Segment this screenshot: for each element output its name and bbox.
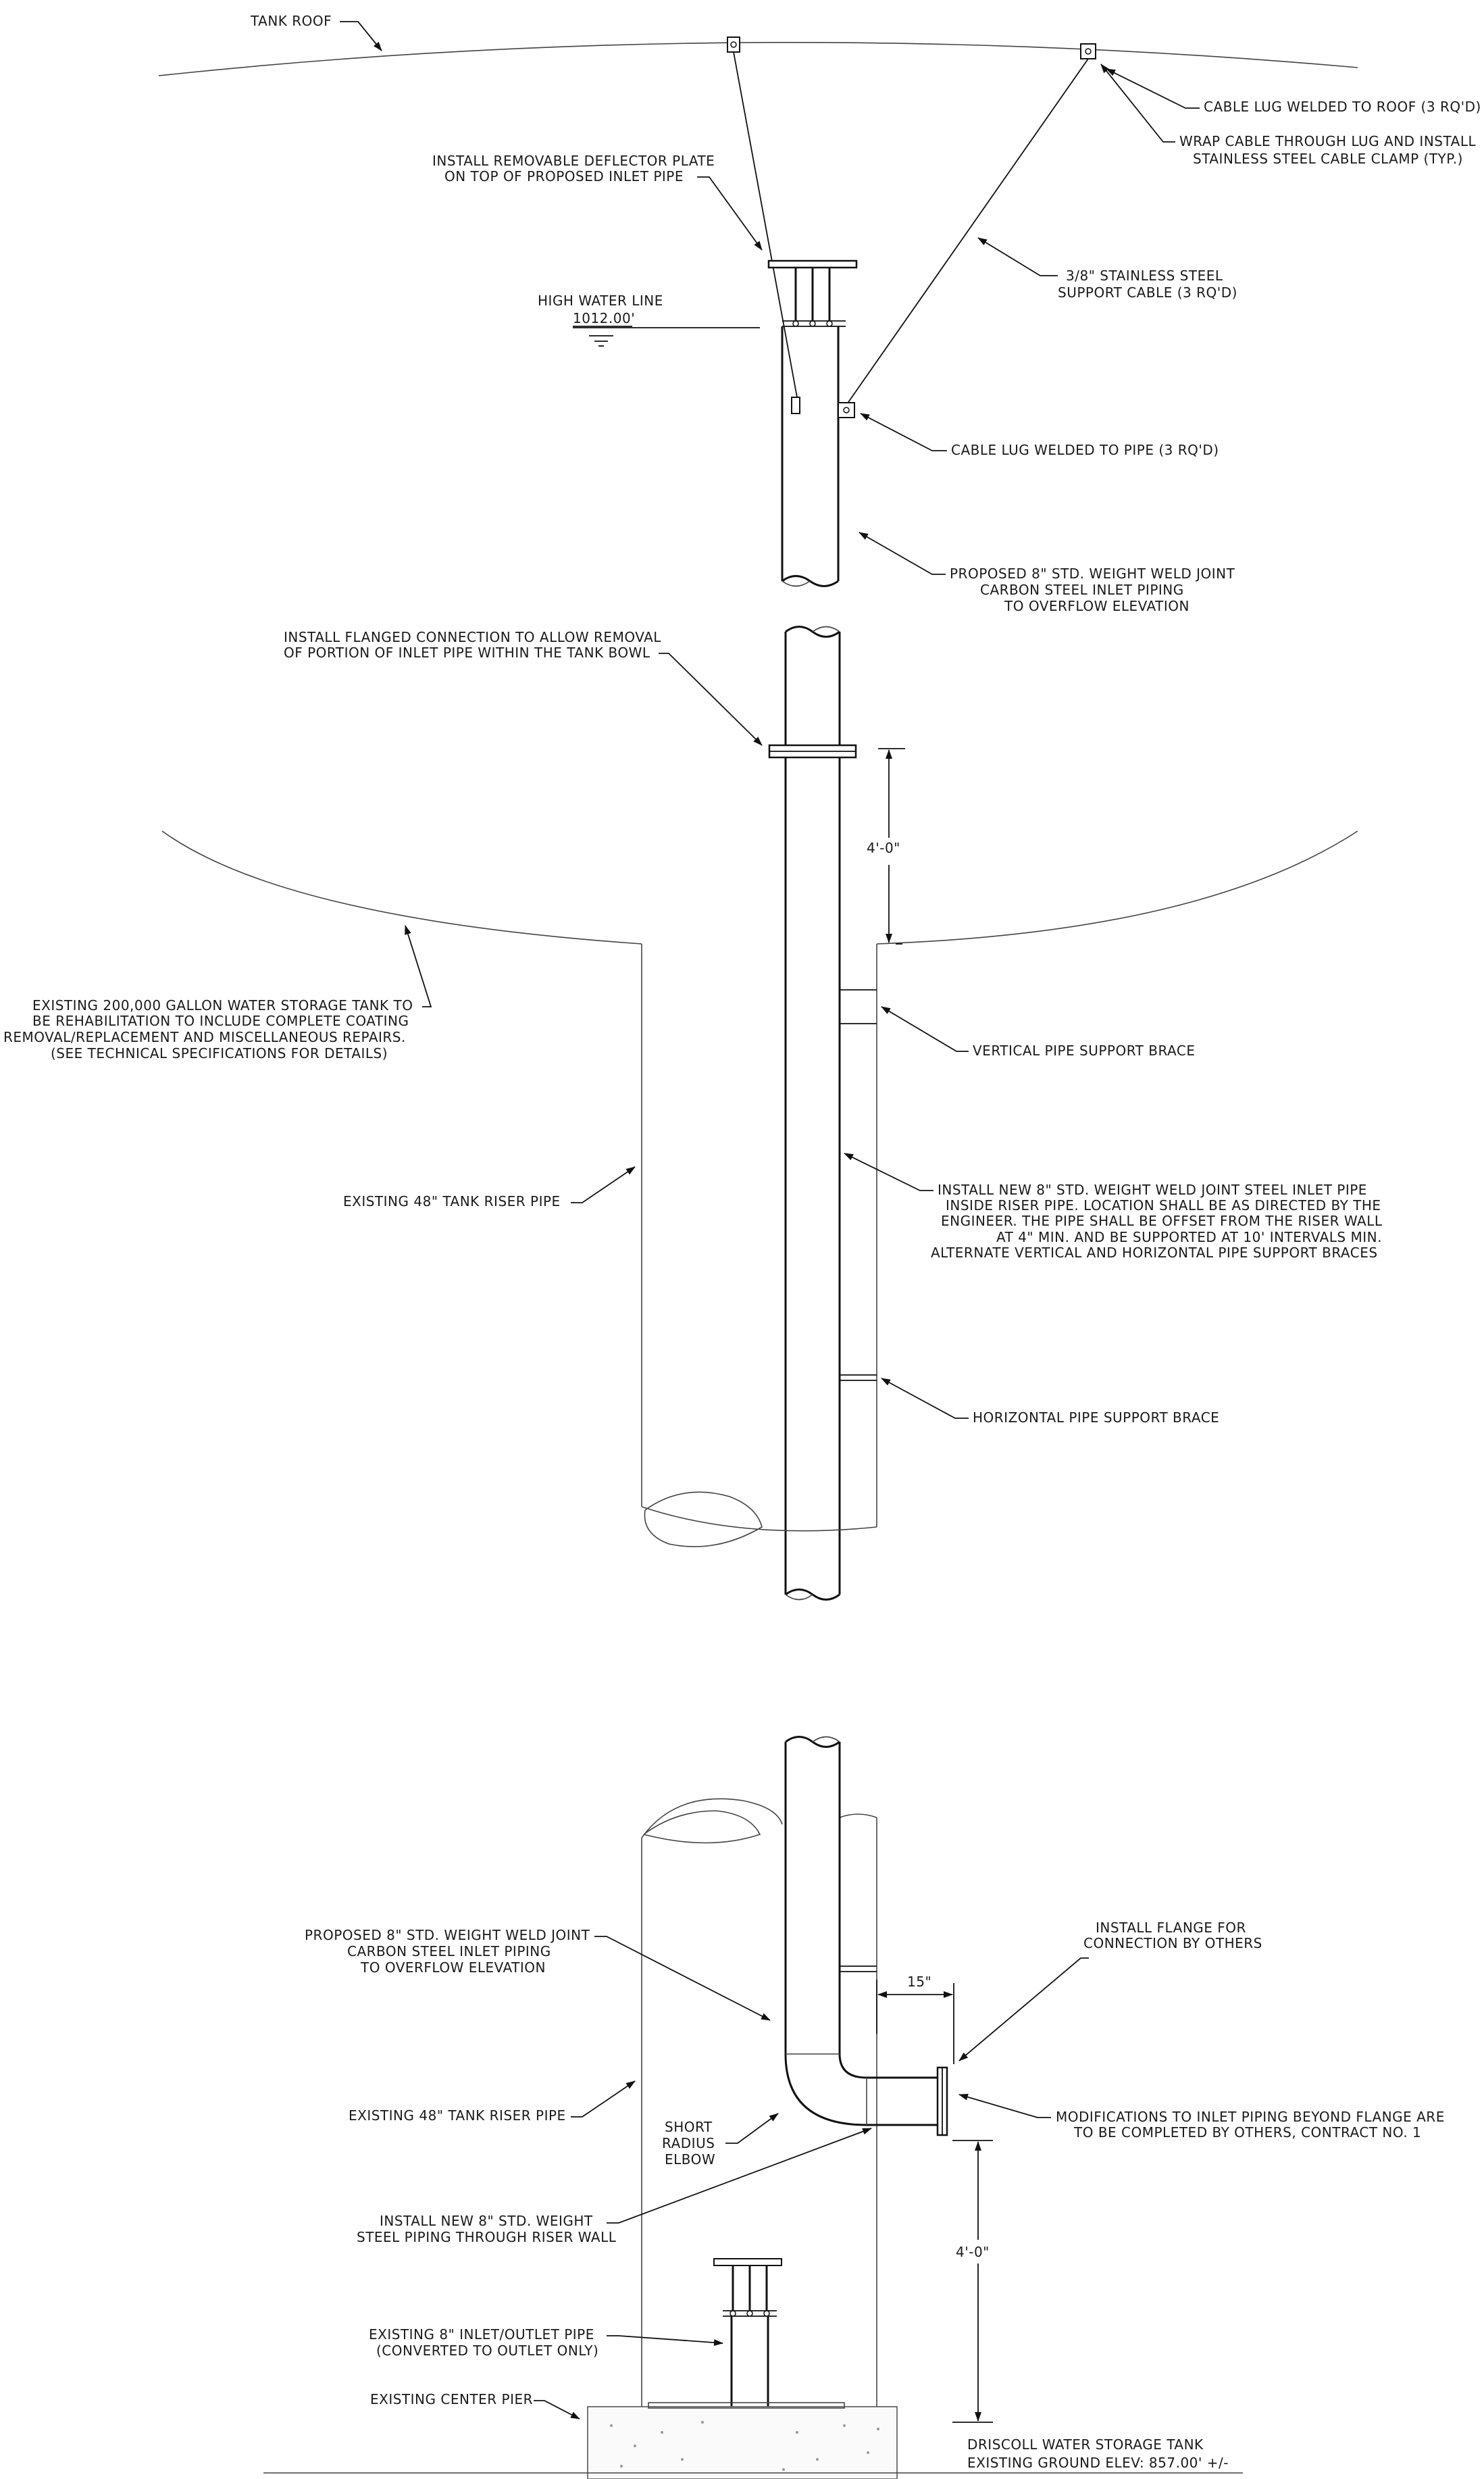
dimension-upper-label: 4'-0": [867, 840, 900, 856]
existing-tank-label-3: REMOVAL/REPLACEMENT AND MISCELLANEOUS RE…: [3, 1029, 406, 1045]
inlet-pipe-upper: [781, 326, 840, 587]
roof-lug-right: [1080, 43, 1096, 59]
dimension-lower-label: 4'-0": [956, 2244, 990, 2260]
dimension-upper: 4'-0": [867, 748, 905, 943]
cable-lug-pipe-label: CABLE LUG WELDED TO PIPE (3 RQ'D): [951, 442, 1219, 458]
inlet-outlet-label-1: EXISTING 8" INLET/OUTLET PIPE: [369, 2326, 594, 2343]
proposed-top-label-1: PROPOSED 8" STD. WEIGHT WELD JOINT: [950, 566, 1235, 582]
cable-lug-roof-label: CABLE LUG WELDED TO ROOF (3 RQ'D): [1204, 99, 1481, 115]
flange-others-label-1: INSTALL FLANGE FOR: [1096, 1920, 1246, 1936]
pipe-lug-right: [838, 402, 855, 418]
deflector-plate: [767, 259, 858, 327]
proposed-low-label-3: TO OVERFLOW ELEVATION: [360, 1959, 546, 1976]
install-new-label-5: ALTERNATE VERTICAL AND HORIZONTAL PIPE S…: [931, 1245, 1378, 1261]
elbow-label-3: ELBOW: [665, 2151, 715, 2168]
dimension-lower: 4'-0": [952, 2140, 993, 2423]
deflector-label-1: INSTALL REMOVABLE DEFLECTOR PLATE: [432, 153, 715, 169]
riser-pipe-lower: [641, 1798, 877, 2443]
tank-bowl: [161, 830, 1358, 1547]
title-label-1: DRISCOLL WATER STORAGE TANK: [967, 2436, 1204, 2453]
elbow-label-1: SHORT: [665, 2119, 713, 2135]
horizontal-support-brace: [840, 1374, 877, 1381]
support-cable-left: [733, 51, 798, 398]
pipe-lug-left: [791, 397, 800, 414]
proposed-low-label-1: PROPOSED 8" STD. WEIGHT WELD JOINT: [305, 1927, 590, 1943]
support-cable-label-2: SUPPORT CABLE (3 RQ'D): [1058, 284, 1237, 301]
dimension-15-label: 15": [907, 1974, 931, 1990]
connection-flange: [936, 2066, 948, 2136]
inlet-pipe-middle: [784, 626, 841, 1601]
existing-tank-label-2: BE REHABILITATION TO INCLUDE COMPLETE CO…: [32, 1013, 409, 1029]
through-wall-label-1: INSTALL NEW 8" STD. WEIGHT: [380, 2213, 593, 2229]
removal-flange: [768, 744, 857, 759]
short-radius-elbow: [784, 2053, 867, 2126]
install-new-label-4: AT 4" MIN. AND BE SUPPORTED AT 10' INTER…: [996, 1229, 1382, 1245]
wrap-cable-label-2: STAINLESS STEEL CABLE CLAMP (TYP.): [1193, 151, 1463, 167]
title-label-2: EXISTING GROUND ELEV: 857.00' +/-: [967, 2455, 1229, 2471]
support-cable-label-1: 3/8" STAINLESS STEEL: [1066, 268, 1223, 284]
center-pier-label: EXISTING CENTER PIER: [370, 2391, 533, 2407]
proposed-top-label-2: CARBON STEEL INLET PIPING: [980, 582, 1184, 598]
wrap-cable-label-1: WRAP CABLE THROUGH LUG AND INSTALL: [1179, 133, 1476, 149]
modifications-label-1: MODIFICATIONS TO INLET PIPING BEYOND FLA…: [1056, 2109, 1445, 2125]
tank-roof: [158, 41, 1358, 76]
flange-others-label-2: CONNECTION BY OTHERS: [1083, 1935, 1262, 1951]
vertical-brace-label: VERTICAL PIPE SUPPORT BRACE: [973, 1043, 1196, 1059]
install-new-label-1: INSTALL NEW 8" STD. WEIGHT WELD JOINT ST…: [938, 1182, 1367, 1198]
proposed-top-label-3: TO OVERFLOW ELEVATION: [1004, 598, 1189, 614]
flanged-connection-label-1: INSTALL FLANGED CONNECTION TO ALLOW REMO…: [284, 629, 661, 645]
existing-inlet-outlet-pipe: [713, 2258, 782, 2479]
elbow-label-2: RADIUS: [662, 2135, 715, 2151]
support-cable-right: [846, 58, 1089, 405]
proposed-low-label-2: CARBON STEEL INLET PIPING: [347, 1943, 551, 1959]
high-water-elevation: 1012.00': [573, 310, 635, 326]
install-new-label-3: ENGINEER. THE PIPE SHALL BE OFFSET FROM …: [941, 1213, 1383, 1229]
existing-tank-label-1: EXISTING 200,000 GALLON WATER STORAGE TA…: [32, 997, 413, 1013]
through-wall-label-2: STEEL PIPING THROUGH RISER WALL: [357, 2229, 617, 2245]
roof-lug-left: [727, 36, 740, 53]
tank-roof-label: TANK ROOF: [250, 13, 332, 29]
flanged-connection-label-2: OF PORTION OF INLET PIPE WITHIN THE TANK…: [284, 645, 650, 661]
install-new-label-2: INSIDE RISER PIPE. LOCATION SHALL BE AS …: [946, 1197, 1381, 1213]
high-water-label: HIGH WATER LINE: [538, 293, 663, 309]
dimension-15: 15": [876, 1974, 954, 2064]
riser-upper-label: EXISTING 48" TANK RISER PIPE: [343, 1193, 561, 1209]
center-pier: [263, 2402, 1243, 2479]
horizontal-brace-label: HORIZONTAL PIPE SUPPORT BRACE: [973, 1409, 1219, 1426]
vertical-support-brace: [840, 989, 877, 1024]
inlet-pipe-lower: [784, 1736, 877, 2054]
riser-lower-label: EXISTING 48" TANK RISER PIPE: [349, 2107, 566, 2124]
inlet-outlet-label-2: (CONVERTED TO OUTLET ONLY): [376, 2343, 598, 2359]
high-water-line: HIGH WATER LINE 1012.00': [538, 293, 760, 347]
deflector-label-2: ON TOP OF PROPOSED INLET PIPE: [444, 168, 684, 184]
modifications-label-2: TO BE COMPLETED BY OTHERS, CONTRACT NO. …: [1073, 2124, 1421, 2140]
through-wall-pipe: [866, 2076, 938, 2126]
existing-tank-label-4: (SEE TECHNICAL SPECIFICATIONS FOR DETAIL…: [51, 1045, 388, 1061]
